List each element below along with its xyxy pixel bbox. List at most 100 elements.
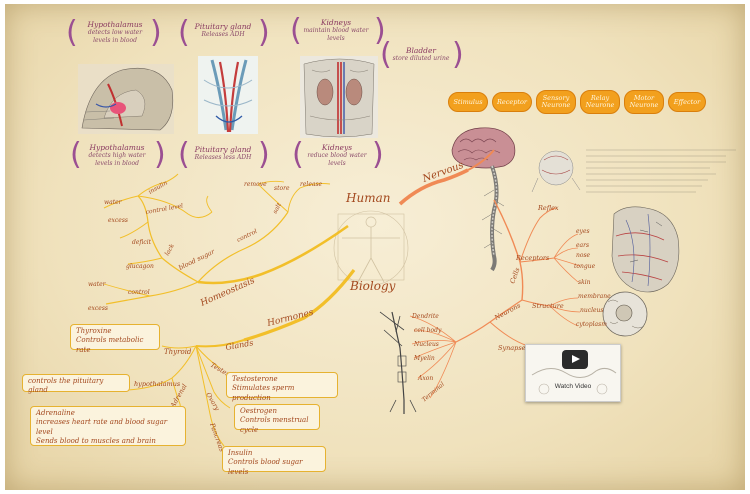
label-insulin[interactable]: insulin <box>148 179 169 195</box>
branch-hormones-curve <box>243 269 356 342</box>
label-control-level[interactable]: control level <box>145 202 184 215</box>
label-ears[interactable]: ears <box>576 242 589 249</box>
note-6-open-paren: ( <box>178 137 190 172</box>
note-6-close-paren: ) <box>258 137 270 172</box>
label-dendrites[interactable]: Dendrite <box>411 313 439 320</box>
adrenal-function-2: Sends blood to muscles and brain <box>36 437 156 446</box>
branch-homeostasis-curve <box>197 224 349 285</box>
label-receptors[interactable]: Receptors <box>515 254 550 262</box>
label-nucleus-neuron[interactable]: Nucleus <box>413 341 439 348</box>
label-myelin[interactable]: Myelin <box>413 355 435 362</box>
label-water[interactable]: water <box>104 199 123 206</box>
note-kidneys-reduce[interactable]: Kidneys reduce blood water levels <box>302 143 372 167</box>
reflex-pill-relay-neurone[interactable]: Relay Neurone <box>580 90 620 114</box>
testes-info-box[interactable]: Testosterone Stimulates sperm production <box>226 372 338 402</box>
reflex-text-block <box>586 149 736 193</box>
label-glucagon[interactable]: glucagon <box>126 263 154 270</box>
video-thumbnail-art <box>531 367 617 395</box>
branch-homeostasis-label[interactable]: Homeostasis <box>198 276 257 309</box>
note-6-title: Pituitary gland <box>194 145 252 154</box>
neuron-illustration <box>379 311 417 414</box>
adrenal-info-box[interactable]: Adrenaline increases heart rate and bloo… <box>30 406 186 446</box>
reflex-pill-stimulus[interactable]: Stimulus <box>448 92 488 112</box>
testes-function: Stimulates sperm production <box>232 384 295 402</box>
label-cell-body[interactable]: cell body <box>414 327 442 334</box>
label-excess[interactable]: excess <box>108 217 128 224</box>
label-skin[interactable]: skin <box>578 279 591 286</box>
note-hypothalamus-low[interactable]: Hypothalamus detects low water levels in… <box>80 20 150 44</box>
ovary-hormone: Oestrogen <box>240 407 277 415</box>
label-control-top[interactable]: control <box>236 228 259 244</box>
label-axon[interactable]: Axon <box>417 375 433 382</box>
label-remove[interactable]: remove <box>244 181 267 188</box>
hypothalamus-info-box[interactable]: controls the pituitary gland <box>22 374 130 394</box>
note-4-open-paren: ( <box>380 37 392 72</box>
reflex-pill-receptor[interactable]: Receptor <box>492 92 532 112</box>
thyroid-hormone: Thyroxine <box>76 327 112 335</box>
label-deficit[interactable]: deficit <box>132 239 152 246</box>
label-lack[interactable]: lack <box>164 242 176 257</box>
label-reflex[interactable]: Reflex <box>537 204 559 212</box>
note-hypothalamus-high[interactable]: Hypothalamus detects high water levels i… <box>82 143 152 167</box>
pituitary-illustration <box>198 56 258 134</box>
label-neurons[interactable]: Neurons <box>492 301 522 322</box>
reflex-pill-motor-neurone[interactable]: Motor Neurone <box>624 90 664 114</box>
note-5-open-paren: ( <box>70 137 82 172</box>
note-4-body: store diluted urine <box>392 55 450 63</box>
play-icon[interactable] <box>562 350 588 369</box>
label-thyroid[interactable]: Thyroid <box>164 348 192 356</box>
note-pituitary-less-adh[interactable]: Pituitary gland Releases less ADH <box>190 145 256 162</box>
label-store[interactable]: store <box>274 185 290 192</box>
branch-glands-label[interactable]: Glands <box>225 338 254 352</box>
note-5-body: detects high water levels in blood <box>88 152 146 167</box>
label-hypothalamus[interactable]: hypothalamus <box>134 380 181 388</box>
label-control-left[interactable]: control <box>128 289 150 296</box>
label-salt[interactable]: salt <box>272 201 284 215</box>
cell-illustration <box>602 291 648 337</box>
pancreas-info-box[interactable]: Insulin Controls blood sugar levels <box>222 446 326 476</box>
label-synapses[interactable]: Synapses <box>498 344 530 352</box>
hypothalamus-function: controls the pituitary gland <box>28 377 104 395</box>
adrenal-hormone: Adrenaline <box>36 409 75 417</box>
reflex-pill-effector[interactable]: Effector <box>668 92 706 112</box>
synapse-video-thumbnail[interactable]: Watch Video <box>525 344 621 402</box>
note-kidneys-maintain[interactable]: Kidneys maintain blood water levels <box>300 18 372 42</box>
branch-hormones-label[interactable]: Hormones <box>265 308 315 329</box>
branch-glands-curve <box>195 339 245 348</box>
center-title-biology: Biology <box>349 279 396 293</box>
label-water-left[interactable]: water <box>88 281 107 288</box>
label-release[interactable]: release <box>300 181 323 188</box>
note-1-close-paren: ) <box>150 15 162 50</box>
ovary-info-box[interactable]: Oestrogen Controls menstrual cycle <box>234 404 320 434</box>
note-3-close-paren: ) <box>374 13 386 48</box>
label-cytoplasm[interactable]: cytoplasm <box>576 321 607 328</box>
label-eyes[interactable]: eyes <box>576 228 590 235</box>
watch-video-label[interactable]: Watch Video <box>554 383 592 390</box>
note-bladder[interactable]: Bladder store diluted urine <box>390 46 452 63</box>
thyroid-function: Controls metabolic rate <box>76 336 144 354</box>
reflex-arc-illustration <box>531 150 581 193</box>
note-7-close-paren: ) <box>372 137 384 172</box>
label-blood-sugar[interactable]: blood sugar <box>177 247 216 272</box>
hypothalamus-illustration <box>78 64 174 134</box>
label-ovary[interactable]: Ovary <box>204 391 221 412</box>
head-nerves-illustration <box>611 206 680 293</box>
note-7-open-paren: ( <box>292 137 304 172</box>
label-excess-left[interactable]: excess <box>88 305 108 312</box>
note-7-body: reduce blood water levels <box>307 152 367 167</box>
label-nose[interactable]: nose <box>576 252 591 259</box>
label-cells[interactable]: Cells <box>508 266 521 285</box>
note-2-close-paren: ) <box>258 15 270 50</box>
vitruvian-man-sketch <box>333 210 409 286</box>
label-terminal[interactable]: Terminal <box>421 381 446 404</box>
note-3-open-paren: ( <box>290 13 302 48</box>
pancreas-hormone: Insulin <box>228 449 253 457</box>
brain-spine-illustration <box>451 127 516 272</box>
reflex-pill-sensory-neurone[interactable]: Sensory Neurone <box>536 90 576 114</box>
label-structure[interactable]: Structure <box>532 302 564 310</box>
label-tongue[interactable]: tongue <box>574 263 596 270</box>
label-nucleus[interactable]: nucleus <box>580 307 604 314</box>
note-pituitary-adh[interactable]: Pituitary gland Releases ADH <box>190 22 256 39</box>
label-membrane[interactable]: membrane <box>578 293 611 300</box>
thyroid-info-box[interactable]: Thyroxine Controls metabolic rate <box>70 324 160 354</box>
